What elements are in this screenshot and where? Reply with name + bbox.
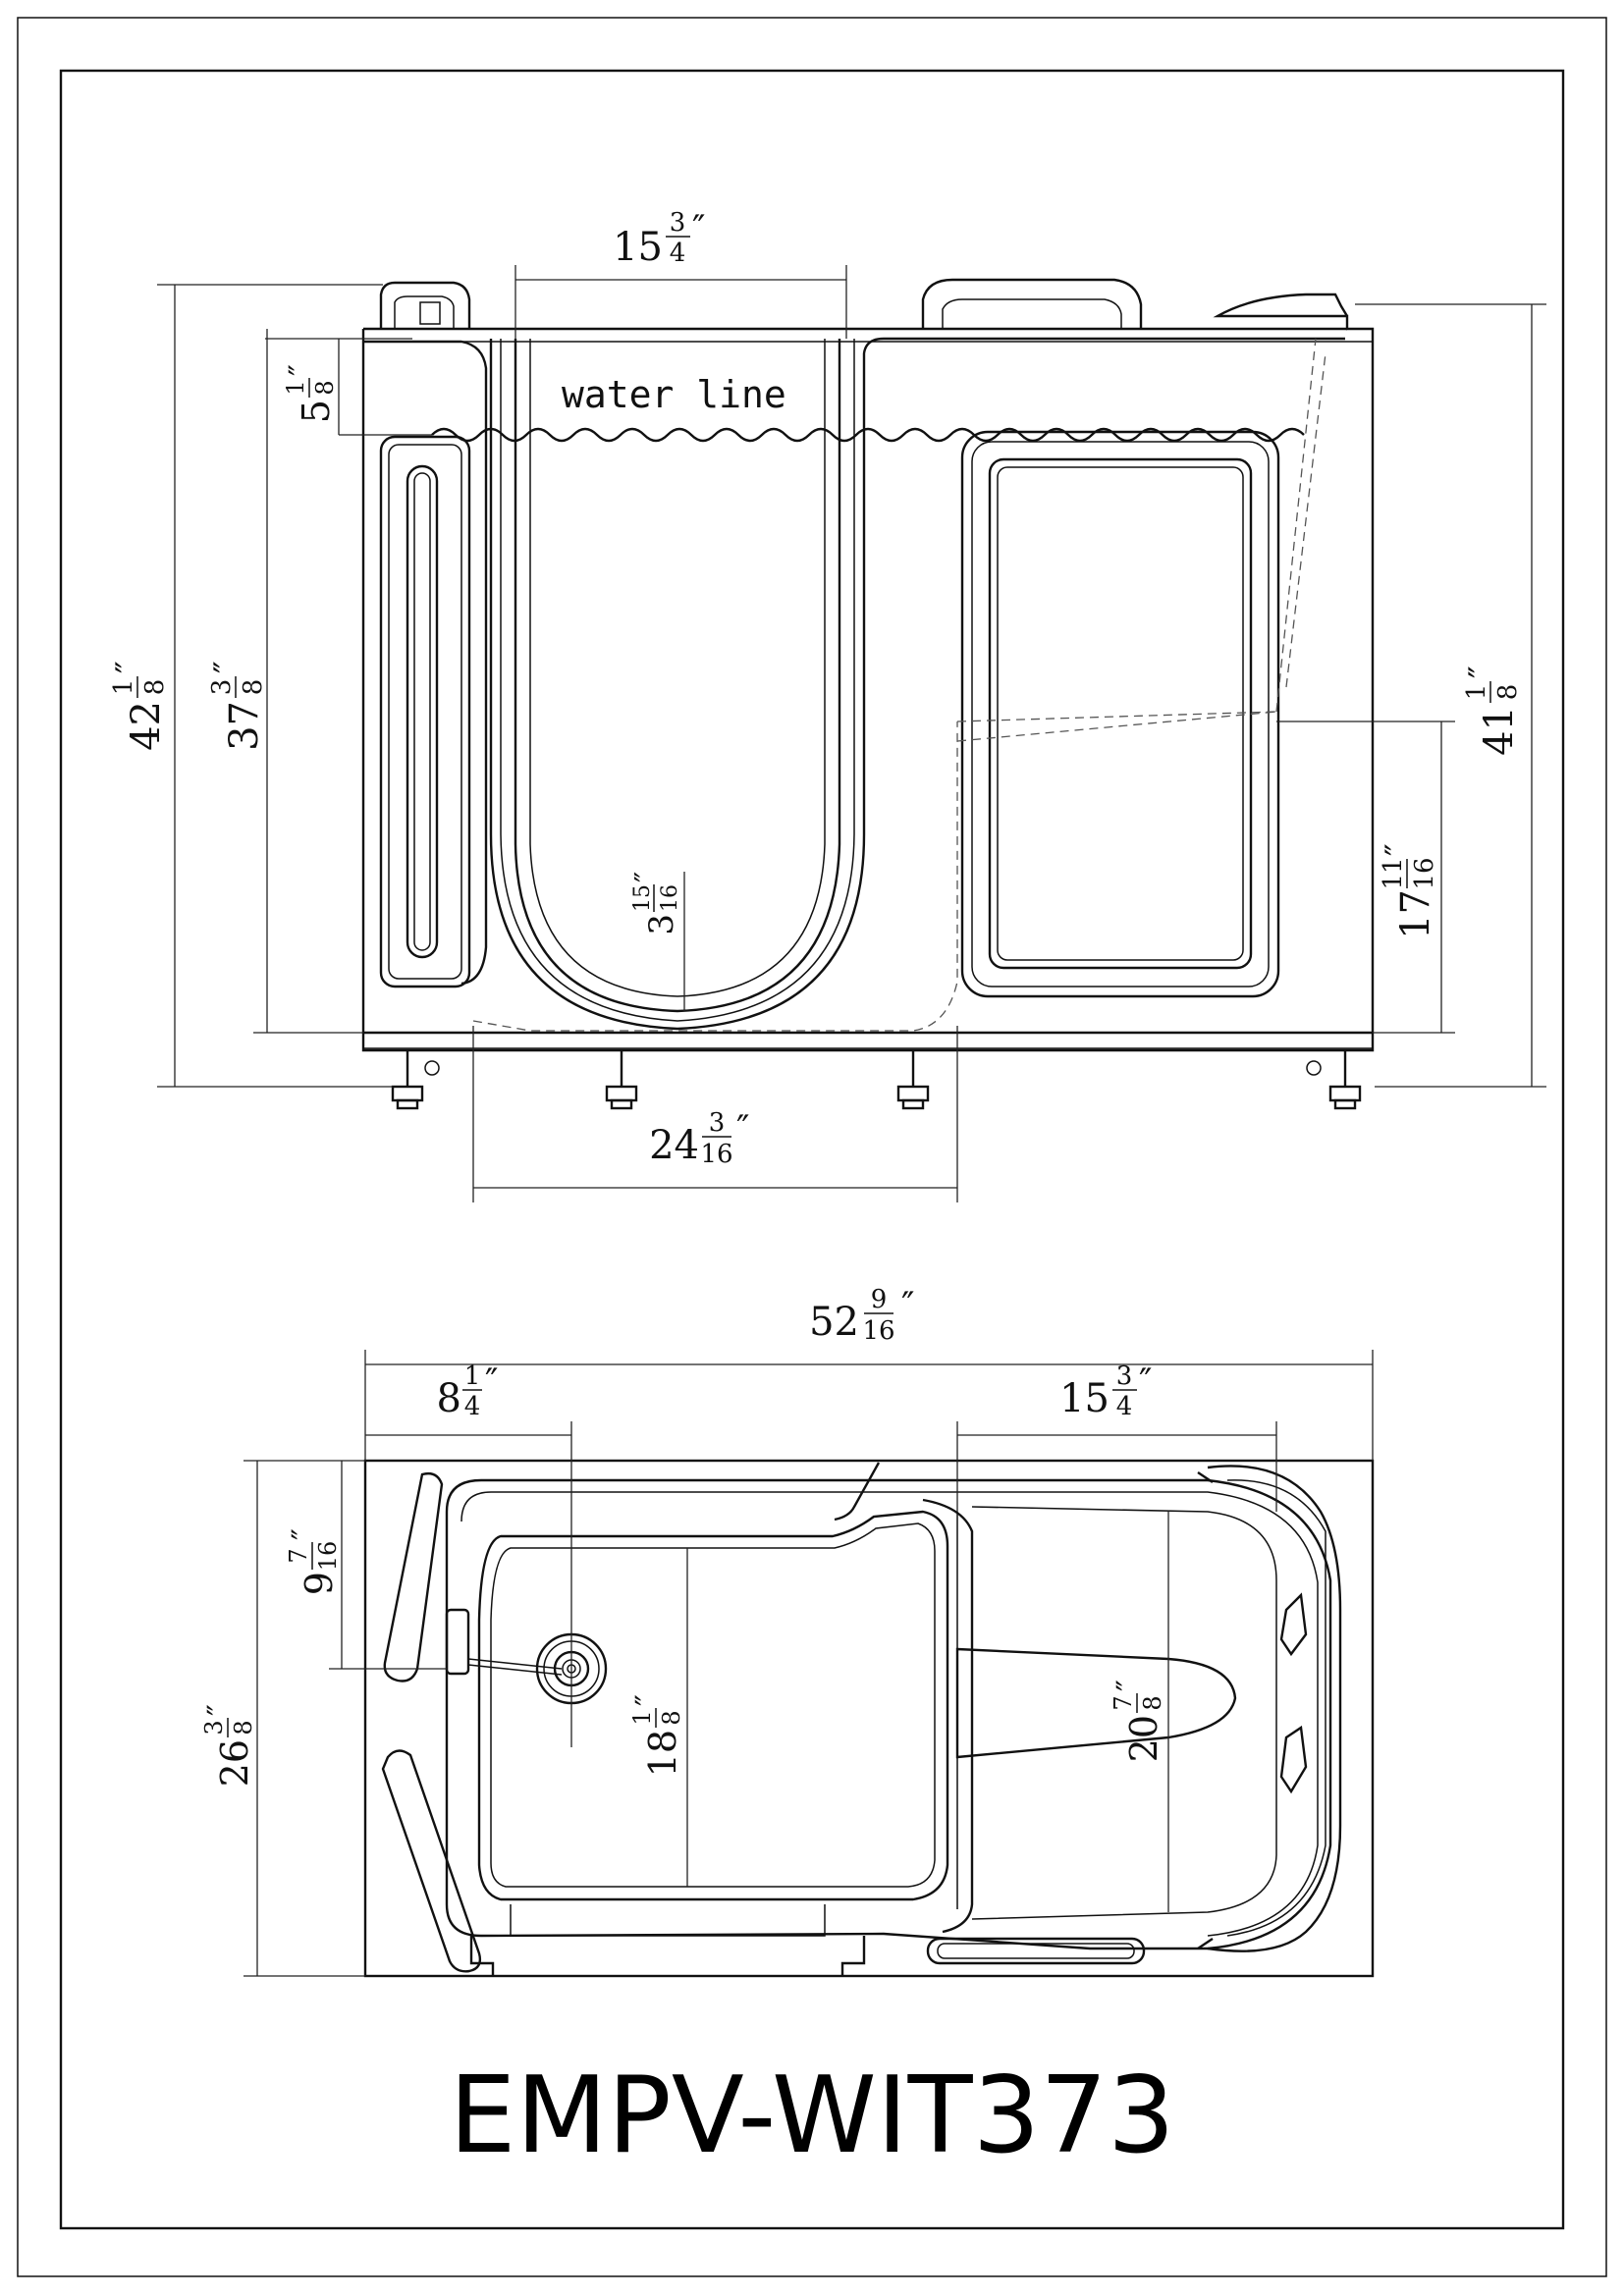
right-grab-handle <box>921 278 1143 329</box>
svg-text:5: 5 <box>295 400 338 423</box>
door-window <box>960 430 1280 998</box>
svg-text:″: ″ <box>200 1704 238 1716</box>
svg-text:3: 3 <box>207 679 237 696</box>
left-grab-handle <box>379 281 471 329</box>
dim-water-depth-offset: 5 1 8 ″ <box>282 364 339 423</box>
svg-text:1: 1 <box>1462 684 1491 701</box>
svg-text:9: 9 <box>298 1572 341 1595</box>
svg-text:8: 8 <box>437 1376 461 1421</box>
svg-text:1: 1 <box>628 1710 656 1725</box>
svg-text:18: 18 <box>641 1730 684 1777</box>
svg-text:4: 4 <box>464 1392 481 1421</box>
dim-back-height: 41 1 8 ″ <box>1462 666 1523 756</box>
svg-text:17: 17 <box>1393 889 1438 939</box>
svg-text:3: 3 <box>709 1108 726 1138</box>
svg-text:16: 16 <box>1410 857 1439 889</box>
svg-text:9: 9 <box>871 1285 888 1314</box>
dim-seat-width: 20 7 8 ″ <box>1110 1680 1166 1762</box>
svg-text:41: 41 <box>1477 706 1522 756</box>
svg-text:15: 15 <box>1059 1376 1110 1421</box>
svg-text:″: ″ <box>736 1109 749 1149</box>
dim-rim-height: 37 3 8 ″ <box>207 661 268 751</box>
svg-text:″: ″ <box>692 209 705 249</box>
svg-text:15: 15 <box>613 225 663 270</box>
svg-text:11: 11 <box>1379 857 1408 889</box>
jet-upper <box>1279 1592 1308 1657</box>
svg-text:″: ″ <box>1110 1680 1147 1691</box>
svg-text:1: 1 <box>109 679 138 696</box>
bottom-handle-slot <box>926 1937 1146 1965</box>
svg-text:37: 37 <box>222 701 267 751</box>
dim-door-bottom-width: 24 3 16 ″ <box>649 1108 749 1169</box>
dim-overall-width: 26 3 8 ″ <box>200 1704 257 1787</box>
svg-text:16: 16 <box>658 884 682 912</box>
dim-drain-offset: 8 1 4 ″ <box>437 1362 499 1421</box>
dim-step-in-height: 3 15 16 ″ <box>629 872 682 935</box>
svg-text:″: ″ <box>207 661 246 673</box>
left-grab-bar-top <box>383 1471 444 1682</box>
svg-text:″: ″ <box>1462 666 1501 678</box>
svg-text:″: ″ <box>109 661 148 673</box>
svg-text:1: 1 <box>282 380 309 395</box>
svg-text:15: 15 <box>630 884 655 912</box>
svg-text:8: 8 <box>140 679 170 696</box>
svg-text:3: 3 <box>670 208 686 238</box>
dim-door-opening-width: 15 3 4 ″ <box>613 208 705 270</box>
svg-text:″: ″ <box>629 872 664 882</box>
svg-text:8: 8 <box>239 679 268 696</box>
svg-text:7: 7 <box>285 1548 312 1563</box>
jet-lower <box>1279 1725 1308 1794</box>
model-number: EMPV-WIT373 <box>449 2055 1174 2177</box>
svg-text:8: 8 <box>658 1710 685 1725</box>
inner-border <box>59 69 1565 2230</box>
dim-seat-height: 17 11 16 ″ <box>1379 843 1439 939</box>
svg-text:8: 8 <box>230 1720 257 1735</box>
svg-text:52: 52 <box>809 1300 859 1345</box>
svg-text:26: 26 <box>213 1739 256 1787</box>
svg-text:″: ″ <box>285 1528 322 1540</box>
door-inner <box>514 339 841 1013</box>
svg-text:8: 8 <box>311 380 339 395</box>
seat-backrest <box>955 1647 1237 1759</box>
dim-overall-length: 52 9 16 ″ <box>809 1285 914 1346</box>
leveling-feet <box>391 1050 1362 1110</box>
svg-text:″: ″ <box>485 1362 498 1403</box>
svg-text:3: 3 <box>1116 1362 1133 1391</box>
dim-footwell-width: 18 1 8 ″ <box>628 1694 685 1777</box>
door-outer <box>489 337 1345 1031</box>
svg-text:4: 4 <box>1116 1392 1133 1421</box>
svg-text:20: 20 <box>1122 1715 1165 1762</box>
svg-text:8: 8 <box>1493 684 1523 701</box>
svg-text:″: ″ <box>628 1694 666 1706</box>
svg-text:″: ″ <box>282 364 319 376</box>
svg-text:3: 3 <box>200 1720 228 1735</box>
footwell <box>477 1510 949 1901</box>
water-line-label: water line <box>562 373 786 416</box>
left-grab-bar-bottom <box>381 1749 482 1973</box>
dim-seat-length: 15 3 4 ″ <box>1059 1362 1152 1421</box>
svg-text:″: ″ <box>901 1286 914 1326</box>
svg-text:″: ″ <box>1139 1362 1152 1403</box>
svg-text:″: ″ <box>1379 843 1418 856</box>
svg-text:3: 3 <box>642 914 681 935</box>
svg-text:24: 24 <box>649 1123 699 1168</box>
overflow-plate <box>445 1608 470 1676</box>
svg-text:16: 16 <box>700 1140 732 1169</box>
svg-text:1: 1 <box>464 1362 481 1391</box>
svg-text:8: 8 <box>1139 1695 1166 1710</box>
water-line <box>431 427 1305 443</box>
svg-text:16: 16 <box>314 1541 342 1572</box>
front-elevation-view: water line <box>157 265 1546 1202</box>
svg-text:42: 42 <box>124 701 169 751</box>
tub-outline-plan <box>363 1459 1375 1978</box>
svg-text:7: 7 <box>1110 1695 1137 1710</box>
svg-text:4: 4 <box>670 239 686 268</box>
outer-border <box>17 17 1607 2277</box>
dim-drain-to-wall: 9 7 16 ″ <box>285 1528 342 1595</box>
dim-overall-height: 42 1 8 ″ <box>109 661 170 751</box>
svg-text:16: 16 <box>862 1316 894 1346</box>
top-plan-view <box>244 1350 1375 1978</box>
